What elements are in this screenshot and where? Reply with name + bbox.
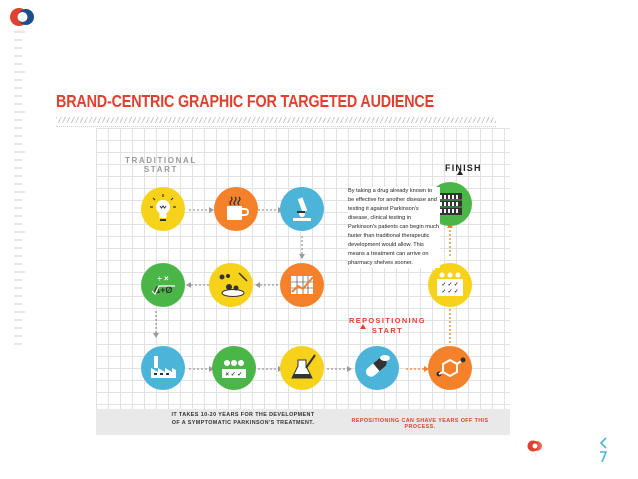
traditional-start-label: TRADITIONAL START	[125, 156, 197, 174]
traditional-timeline-note: IT TAKES 10-20 YEARS FOR THE DEVELOPMENT…	[171, 412, 315, 426]
svg-text:✓ ✓ ✓: ✓ ✓ ✓	[442, 282, 459, 288]
svg-text:Δ+Ø: Δ+Ø	[154, 285, 173, 295]
traditional-start-text: TRADITIONAL START	[125, 156, 197, 174]
title-hatch-divider	[56, 117, 496, 123]
repositioning-timeline-note: REPOSITIONING CAN SHAVE YEARS OFF THIS P…	[351, 418, 489, 430]
pills-icon	[355, 346, 399, 390]
flask-pipette-icon	[280, 346, 324, 390]
coffee-cup-icon	[214, 187, 258, 231]
molecule-icon	[428, 346, 472, 390]
factory-icon	[141, 346, 185, 390]
molecule-dish-icon	[209, 263, 253, 307]
page-marker-icon	[598, 436, 608, 464]
rising-graph-icon	[280, 263, 324, 307]
repositioning-start-text: REPOSITIONING START	[349, 316, 426, 335]
margin-ruler	[14, 30, 26, 350]
brand-logo-icon	[7, 5, 37, 29]
svg-text:× ✓ ✓: × ✓ ✓	[226, 372, 243, 378]
microscope-icon	[280, 187, 324, 231]
checklist-grid-icon: ✓ ✓ ✓ ✓ ✓ ✓	[428, 263, 472, 307]
repositioning-description: By taking a drug already known to be eff…	[348, 187, 440, 268]
finish-label: FINISH	[445, 163, 482, 173]
svg-text:÷ ×: ÷ ×	[157, 274, 169, 283]
lightbulb-icon	[141, 187, 185, 231]
svg-text:✓ ✓ ✓: ✓ ✓ ✓	[442, 289, 459, 295]
page-title: BRAND-CENTRIC GRAPHIC FOR TARGETED AUDIE…	[56, 91, 435, 111]
title-dotted-divider	[56, 126, 496, 127]
math-symbols-icon: ÷ × Δ+Ø	[141, 263, 185, 307]
repositioning-start-label: REPOSITIONING START	[349, 316, 426, 336]
checklist-people-icon: × ✓ ✓	[212, 346, 256, 390]
footer-band	[96, 409, 510, 435]
brand-mark-icon	[527, 439, 543, 453]
process-arrows	[153, 170, 463, 372]
